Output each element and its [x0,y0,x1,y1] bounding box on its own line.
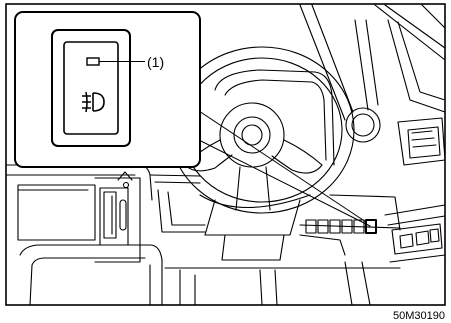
switch-detail-inset [15,12,200,167]
indicator-lamp [87,58,99,65]
switch-button [64,42,118,134]
callout-label-1: (1) [147,54,164,70]
figure-code: 50M30190 [393,310,445,322]
